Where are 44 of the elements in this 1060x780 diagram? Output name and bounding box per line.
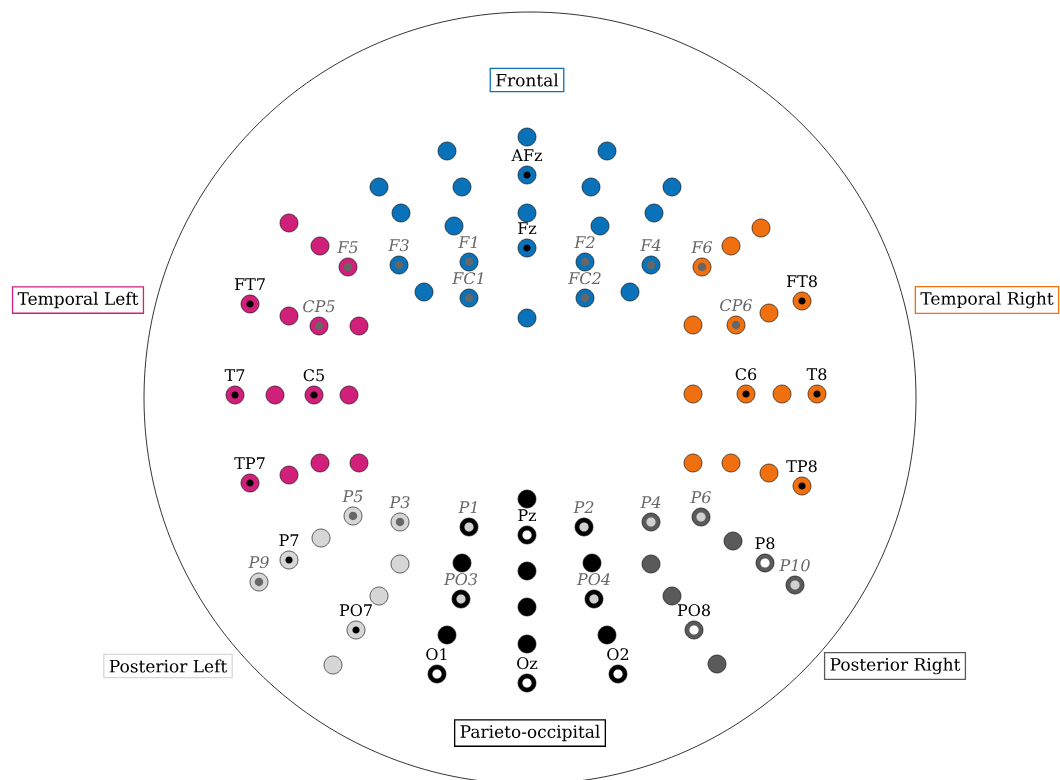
electrode-label: FC1 (452, 272, 483, 285)
electrode-label: P1 (458, 501, 477, 513)
electrode-label: PO4 (576, 573, 610, 586)
electrode-label: T8 (806, 368, 827, 381)
electrode-label: PO8 (677, 604, 710, 617)
electrode-label: F2 (574, 236, 595, 248)
region-box: Temporal Left (11, 286, 145, 314)
electrode-label: Pz (518, 509, 536, 521)
electrode-label: P2 (573, 501, 594, 513)
electrode-label: C6 (735, 368, 757, 381)
electrode-label: T7 (224, 369, 245, 381)
electrode-label: AFz (511, 149, 542, 161)
region-box: Temporal Right (914, 286, 1060, 314)
electrode-label: FC2 (568, 272, 601, 285)
electrode-label: P8 (755, 537, 775, 550)
electrode-label: P4 (640, 496, 661, 508)
electrode-label: P6 (690, 491, 711, 504)
electrode-label: F1 (458, 236, 477, 248)
electrode-label: F4 (640, 239, 661, 251)
electrode-label: P3 (389, 496, 410, 509)
electrode-label: Oz (517, 657, 538, 670)
region-box: Frontal (489, 67, 565, 93)
electrode-label: P5 (342, 490, 363, 503)
electrode-label: PO7 (339, 604, 372, 617)
electrode-label: O2 (607, 648, 629, 661)
electrode-label: P9 (248, 556, 269, 569)
region-box: Posterior Left (103, 653, 233, 679)
region-box: Parieto-occipital (454, 719, 606, 747)
electrode-label: Fz (518, 222, 537, 234)
electrode-label: O1 (426, 648, 447, 661)
electrode-label: TP7 (234, 457, 265, 469)
electrode-label: CP6 (720, 299, 753, 312)
electrode-label: F6 (691, 241, 713, 254)
electrode-label: P7 (279, 534, 299, 546)
electrode-label: F3 (388, 239, 409, 252)
electrode-label: TP8 (786, 460, 817, 473)
region-box: Posterior Right (823, 652, 967, 680)
electrode-label: F5 (337, 241, 358, 254)
electrode-label: CP5 (303, 300, 335, 313)
electrode-label: C5 (303, 369, 324, 382)
electrode-label: PO3 (443, 573, 478, 586)
electrode-label: P10 (779, 559, 810, 572)
electrode-label: FT7 (234, 278, 265, 290)
electrode-label: FT8 (786, 275, 817, 288)
